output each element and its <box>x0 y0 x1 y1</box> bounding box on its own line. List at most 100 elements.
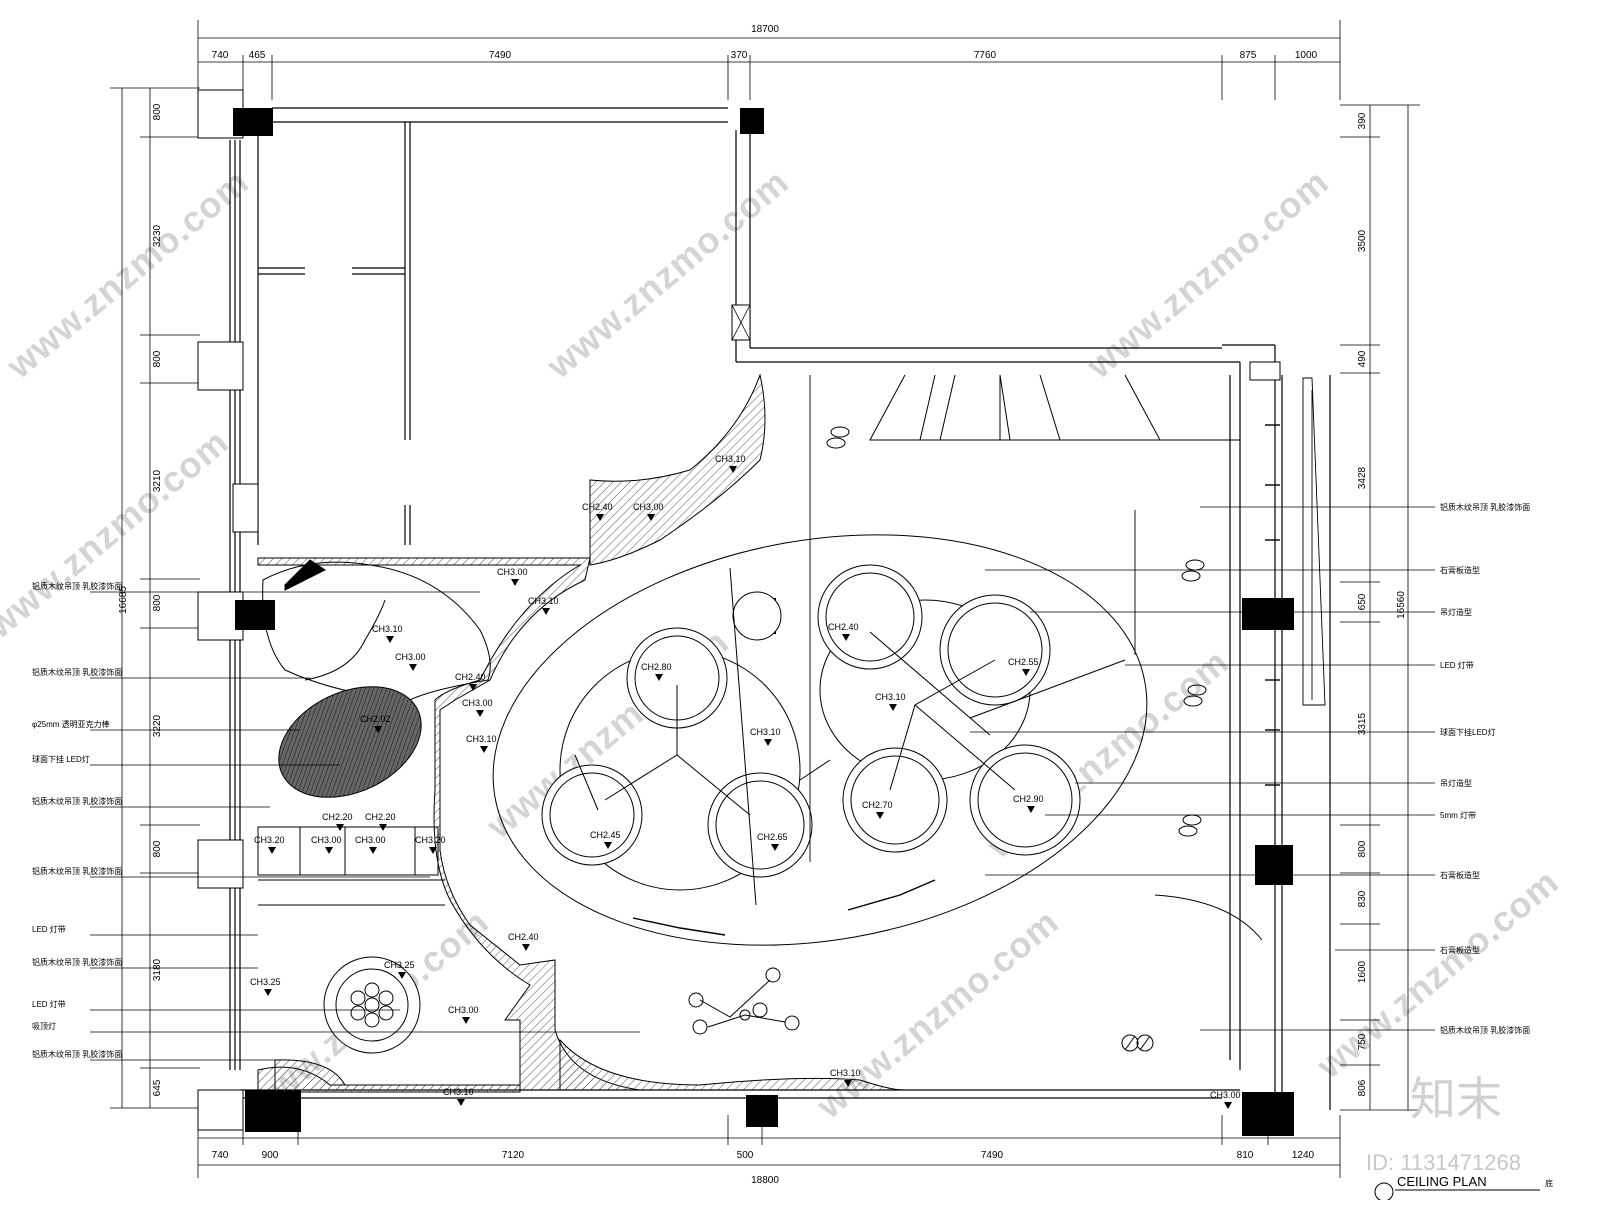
height-triangle-icon <box>844 1080 852 1087</box>
ceiling-height-label: CH2.65 <box>757 832 788 842</box>
ceiling-height-marker: CH3.00 <box>462 698 493 717</box>
left-material-label: 球面下挂 LED灯 <box>32 754 90 764</box>
height-triangle-icon <box>842 634 850 641</box>
ceiling-height-marker: CH3.25 <box>384 960 415 979</box>
ceiling-height-marker: CH3.00 <box>497 567 528 586</box>
ceiling-height-marker: CH2.45 <box>590 830 621 849</box>
ceiling-height-label: CH3.00 <box>633 502 664 512</box>
right-material-label: LED 灯带 <box>1440 660 1474 670</box>
ceiling-height-label: CH3.20 <box>415 835 446 845</box>
dim-left: 645 <box>152 1079 163 1096</box>
ceiling-height-label: CH2.55 <box>1008 657 1039 667</box>
dim-top-total: 18700 <box>751 24 779 35</box>
ceiling-height-marker: CH2.40 <box>582 502 613 521</box>
watermark-text: www.znzmo.com <box>1308 861 1566 1087</box>
right-material-label: 石膏板造型 <box>1440 870 1480 880</box>
ceiling-height-label: CH3.10 <box>875 692 906 702</box>
dim-left: 3230 <box>152 224 163 247</box>
height-triangle-icon <box>511 579 519 586</box>
ceiling-height-marker: CH3.10 <box>715 454 746 473</box>
height-triangle-icon <box>480 746 488 753</box>
watermark-text: www.znzmo.com <box>808 901 1066 1127</box>
dim-bottom-total: 18800 <box>751 1175 779 1186</box>
height-triangle-icon <box>429 847 437 854</box>
dim-right: 800 <box>1357 840 1368 857</box>
right-material-label: 石膏板造型 <box>1440 945 1480 955</box>
right-material-label: 石膏板造型 <box>1440 565 1480 575</box>
ceiling-height-marker: CH3.10 <box>830 1068 861 1087</box>
ceiling-height-label: CH3.10 <box>750 727 781 737</box>
right-material-label: 吊灯造型 <box>1440 607 1472 617</box>
ceiling-height-marker: CH2.40 <box>508 932 539 951</box>
top-dimensions <box>197 20 1341 100</box>
ceiling-height-label: CH3.25 <box>250 977 281 987</box>
bottom-dimension-labels: 740 900 7120 500 7490 810 1240 18800 <box>212 1150 1315 1186</box>
height-triangle-icon <box>889 704 897 711</box>
ceiling-height-marker: CH2.55 <box>1008 657 1039 676</box>
ceiling-height-marker: CH3.00 <box>448 1005 479 1024</box>
dim-left: 800 <box>152 350 163 367</box>
left-material-label: 铝质木纹吊顶 乳胶漆饰面 <box>32 957 122 967</box>
ceiling-height-label: CH3.25 <box>384 960 415 970</box>
ceiling-height-marker: CH2.40 <box>828 622 859 641</box>
ceiling-height-label: CH3.10 <box>372 624 403 634</box>
ceiling-height-marker: CH2.40 <box>455 672 486 691</box>
ceiling-height-marker: CH2.20 <box>322 812 353 831</box>
left-material-label: 铝质木纹吊顶 乳胶漆饰面 <box>32 667 122 677</box>
ceiling-height-label: CH2.80 <box>641 662 672 672</box>
wedge-pendants <box>869 374 1240 441</box>
right-slot <box>1302 377 1326 706</box>
watermark-text: www.znzmo.com <box>538 161 796 387</box>
ceiling-height-marker: CH2.02 <box>360 714 391 733</box>
left-material-label: φ25mm 透明亚克力棒 <box>32 719 110 729</box>
dim-left: 800 <box>152 594 163 611</box>
dim-right: 390 <box>1357 112 1368 129</box>
ceiling-height-label: CH2.20 <box>322 812 353 822</box>
title-marker <box>1374 1182 1394 1202</box>
linear-lights <box>632 424 1280 936</box>
height-triangle-icon <box>264 989 272 996</box>
ceiling-height-label: CH3.10 <box>443 1087 474 1097</box>
height-triangle-icon <box>409 664 417 671</box>
height-triangle-icon <box>462 1017 470 1024</box>
left-material-label: 铝质木纹吊顶 乳胶漆饰面 <box>32 796 122 806</box>
ceiling-height-marker: CH3.00 <box>633 502 664 521</box>
dim-right: 3500 <box>1357 229 1368 252</box>
ceiling-height-marker: CH2.65 <box>757 832 788 851</box>
right-material-label: 5mm 灯带 <box>1440 810 1476 820</box>
ceiling-height-label: CH2.02 <box>360 714 391 724</box>
right-leaders <box>970 506 1435 1031</box>
height-triangle-icon <box>476 710 484 717</box>
dim-left: 3210 <box>152 469 163 492</box>
height-triangle-icon <box>655 674 663 681</box>
height-triangle-icon <box>876 812 884 819</box>
height-triangle-icon <box>647 514 655 521</box>
dim-bottom: 7490 <box>981 1150 1004 1161</box>
ceiling-height-marker: CH3.10 <box>528 596 559 615</box>
right-material-label: 铝质木纹吊顶 乳胶漆饰面 <box>1440 502 1530 512</box>
right-material-label: 球面下挂LED灯 <box>1440 727 1496 737</box>
ceiling-height-label: CH3.00 <box>462 698 493 708</box>
left-material-label: LED 灯带 <box>32 924 66 934</box>
pendant-rings <box>541 564 1081 878</box>
dim-right-total: 16560 <box>1396 591 1407 619</box>
ceiling-height-label: CH3.10 <box>830 1068 861 1078</box>
height-triangle-icon <box>386 636 394 643</box>
ceiling-height-label: CH2.40 <box>828 622 859 632</box>
ceiling-height-marker: CH3.10 <box>750 727 781 746</box>
left-material-label: 铝质木纹吊顶 乳胶漆饰面 <box>32 1049 122 1059</box>
left-leaders <box>90 591 640 1061</box>
dim-top: 7490 <box>489 50 512 61</box>
height-triangle-icon <box>596 514 604 521</box>
height-triangle-icon <box>268 847 276 854</box>
left-material-label: 铝质木纹吊顶 乳胶漆饰面 <box>32 866 122 876</box>
top-dimension-labels: 18700 740 465 7490 370 7760 875 1000 <box>212 24 1318 61</box>
dim-right: 650 <box>1357 593 1368 610</box>
dim-right: 490 <box>1357 350 1368 367</box>
ceiling-height-marker: CH3.20 <box>254 835 285 854</box>
height-triangle-icon <box>325 847 333 854</box>
dim-left-total: 16685 <box>118 586 129 614</box>
